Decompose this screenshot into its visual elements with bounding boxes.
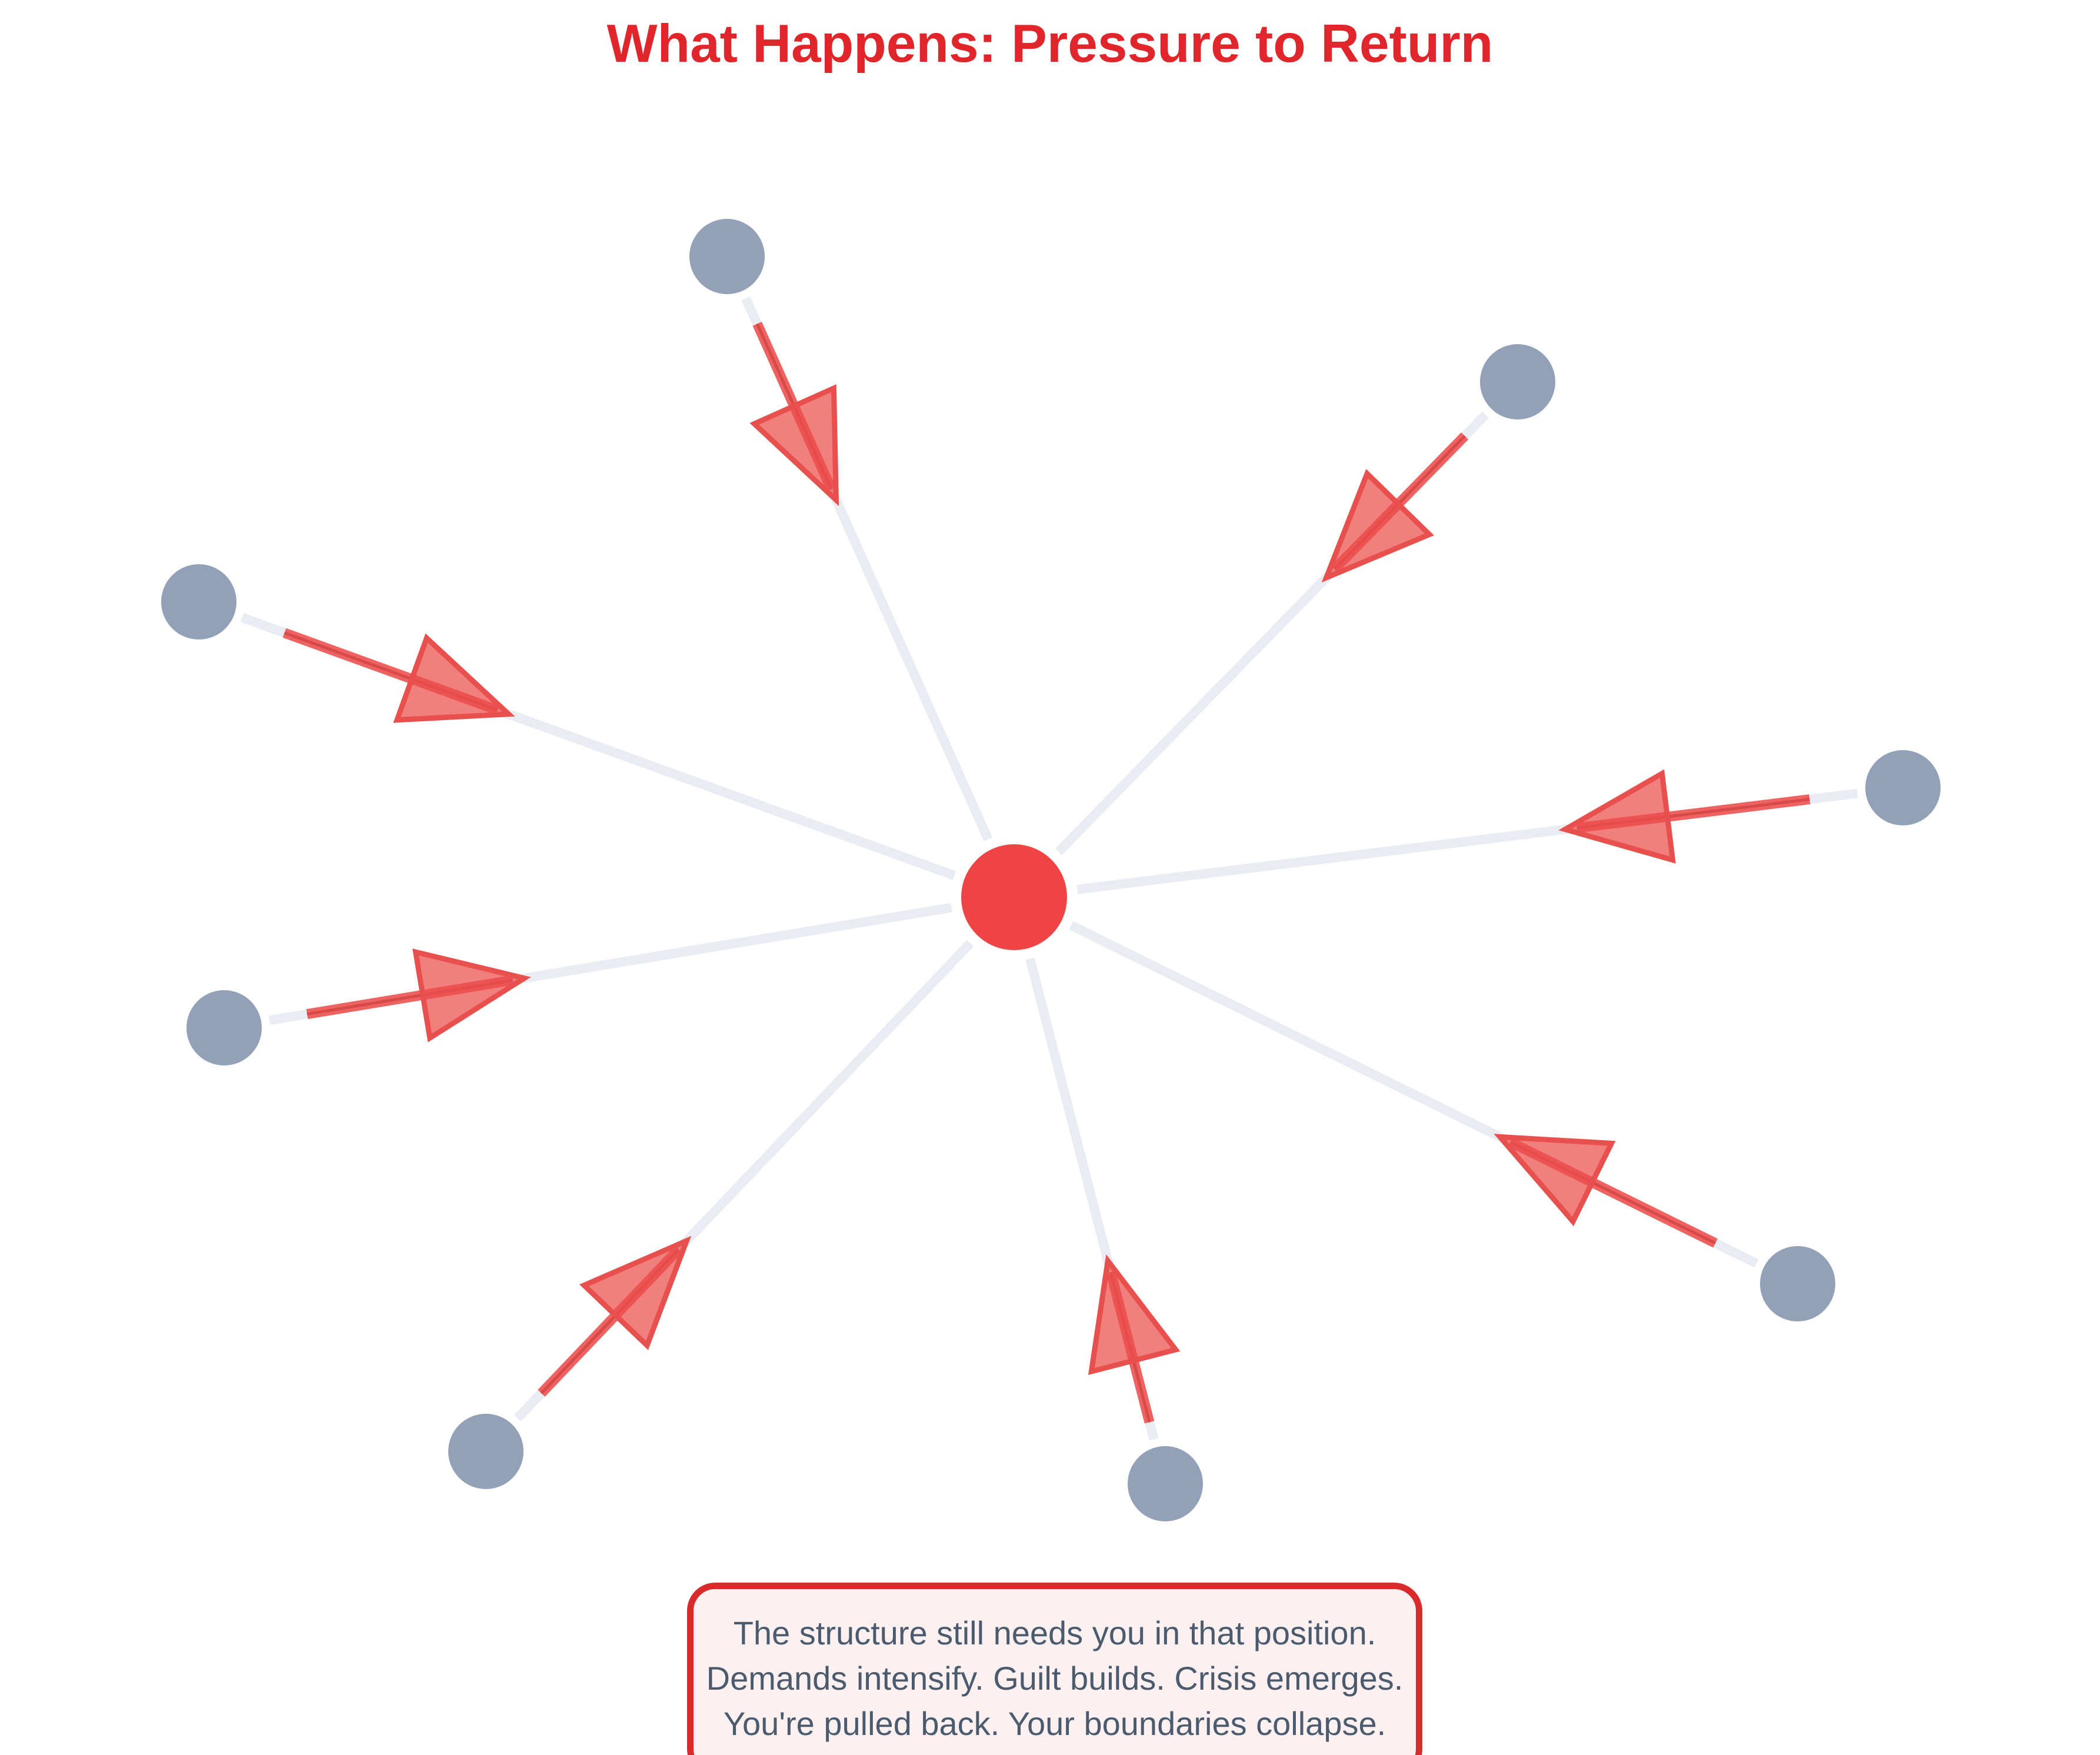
- arrow-head: [1558, 769, 1676, 864]
- arrow-head: [1321, 469, 1434, 583]
- caption-line: Demands intensify. Guilt builds. Crisis …: [706, 1660, 1404, 1697]
- arrow-head: [1088, 1254, 1181, 1376]
- caption-box: The structure still needs you in that po…: [687, 1583, 1422, 1755]
- satellite-node: [1128, 1446, 1203, 1521]
- arrow-head: [393, 633, 515, 723]
- caption-line: You're pulled back. Your boundaries coll…: [723, 1705, 1386, 1742]
- arrow-head: [579, 1236, 692, 1350]
- satellite-node: [1865, 750, 1941, 825]
- satellite-node: [689, 219, 765, 294]
- center-node: [961, 844, 1067, 950]
- arrow-head: [412, 948, 531, 1043]
- satellite-node: [1760, 1246, 1835, 1321]
- satellite-node: [161, 564, 236, 640]
- satellite-node: [186, 990, 262, 1065]
- arrow-head: [749, 384, 839, 507]
- satellite-node: [1480, 344, 1555, 419]
- arrow-head: [1494, 1134, 1616, 1227]
- satellite-node: [448, 1414, 524, 1489]
- caption-line: The structure still needs you in that po…: [733, 1614, 1376, 1651]
- page-title: What Happens: Pressure to Return: [606, 14, 1494, 74]
